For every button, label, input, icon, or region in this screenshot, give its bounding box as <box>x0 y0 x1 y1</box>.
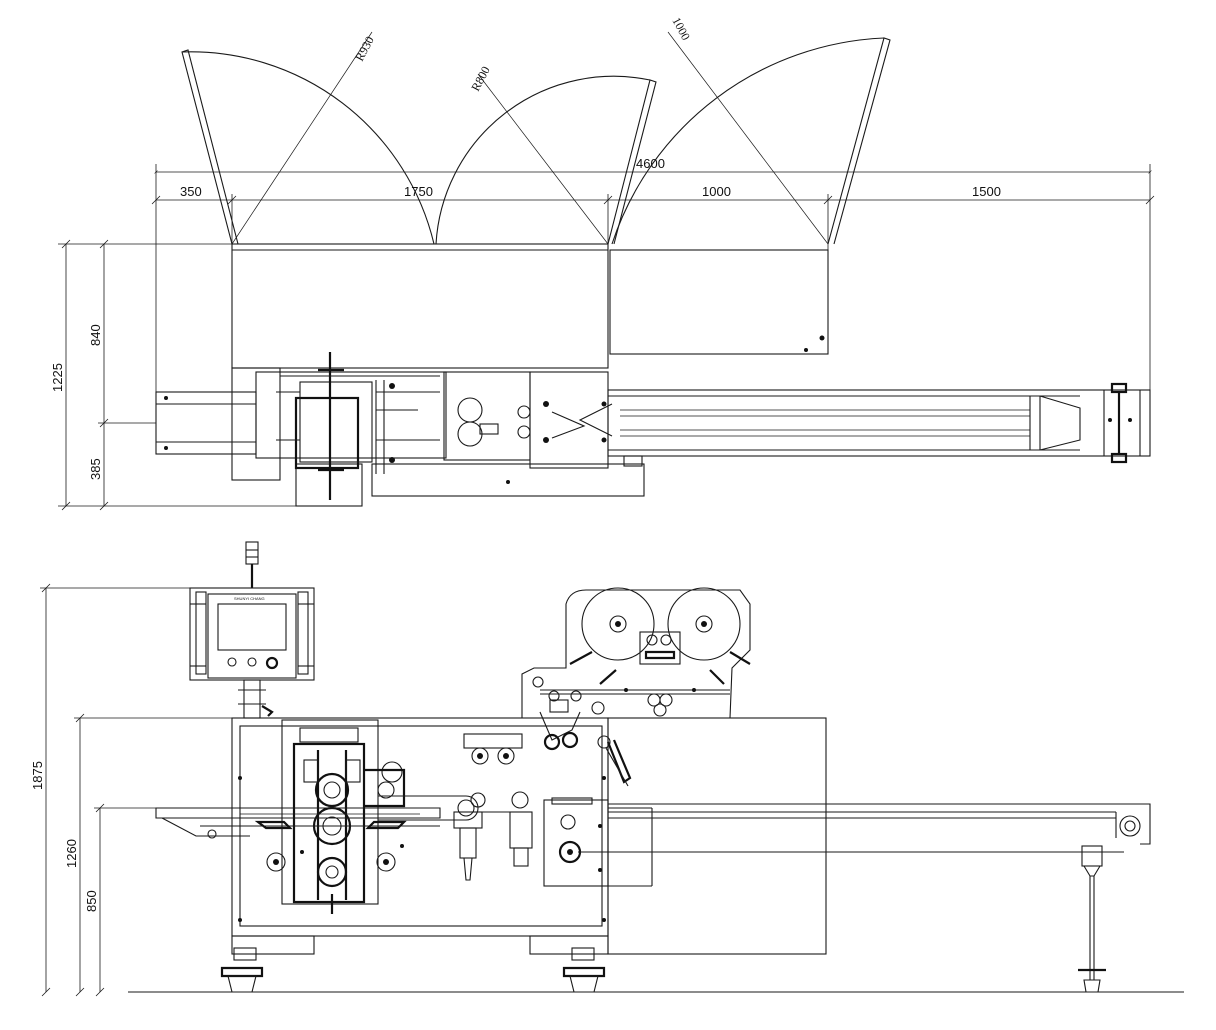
dim-text-385: 385 <box>88 458 103 480</box>
dim-text-850: 850 <box>84 890 99 912</box>
film-tension <box>539 699 632 787</box>
cutter-area <box>378 791 533 881</box>
guard-cover-middle <box>435 73 657 245</box>
dim-total-width: 4600 <box>154 156 1152 400</box>
leveling-feet <box>220 947 606 993</box>
dim-text-1260: 1260 <box>64 839 79 868</box>
infeed-conveyor-top <box>155 391 257 455</box>
main-body-top <box>231 243 609 369</box>
film-unit-top <box>609 249 829 355</box>
hmi-screen <box>217 603 287 651</box>
film-reel-right <box>667 587 741 661</box>
dim-text-350: 350 <box>180 184 202 199</box>
dim-side-heights: 1875 1260 850 <box>30 583 234 997</box>
side-view: 1875 1260 850 SHUNYI CHANG <box>30 541 1184 997</box>
main-frame <box>231 717 609 955</box>
signal-tower <box>245 541 259 588</box>
mechanism-top <box>231 352 645 507</box>
guard-cover-left <box>181 31 435 245</box>
panel-button-mid <box>247 657 257 667</box>
radius-label-r930: R930 <box>352 34 377 64</box>
guard-cover-right <box>611 31 891 245</box>
forming-unit <box>281 719 406 914</box>
dim-text-840: 840 <box>88 324 103 346</box>
outfeed-conveyor-top <box>607 382 1151 467</box>
emergency-stop <box>265 656 279 670</box>
dim-text-1750: 1750 <box>404 184 433 199</box>
dim-text-1875: 1875 <box>30 761 45 790</box>
sealing-section <box>543 797 653 887</box>
dim-text-1225: 1225 <box>50 363 65 392</box>
guide-rollers <box>463 733 523 765</box>
infeed-roller-1 <box>266 852 286 872</box>
top-view: R930 R800 1000 4600 350 1750 1000 1500 <box>50 15 1155 511</box>
outfeed-leg <box>1078 845 1106 993</box>
outfeed-side <box>578 717 1151 955</box>
dim-text-1500: 1500 <box>972 184 1001 199</box>
dim-top-heights: 1225 840 385 <box>50 239 300 511</box>
control-panel: SHUNYI CHANG <box>189 587 315 719</box>
panel-button-left <box>227 657 237 667</box>
infeed-conveyor-side <box>155 807 441 872</box>
dim-text-1000: 1000 <box>702 184 731 199</box>
panel-brand: SHUNYI CHANG <box>234 596 265 601</box>
infeed-roller-2 <box>376 852 396 872</box>
outfeed-end-roller <box>1119 815 1141 837</box>
dim-segments: 350 1750 1000 1500 <box>151 184 1155 250</box>
film-unit <box>521 587 751 719</box>
dim-text-4600: 4600 <box>636 156 665 171</box>
film-reel-left <box>581 587 655 661</box>
